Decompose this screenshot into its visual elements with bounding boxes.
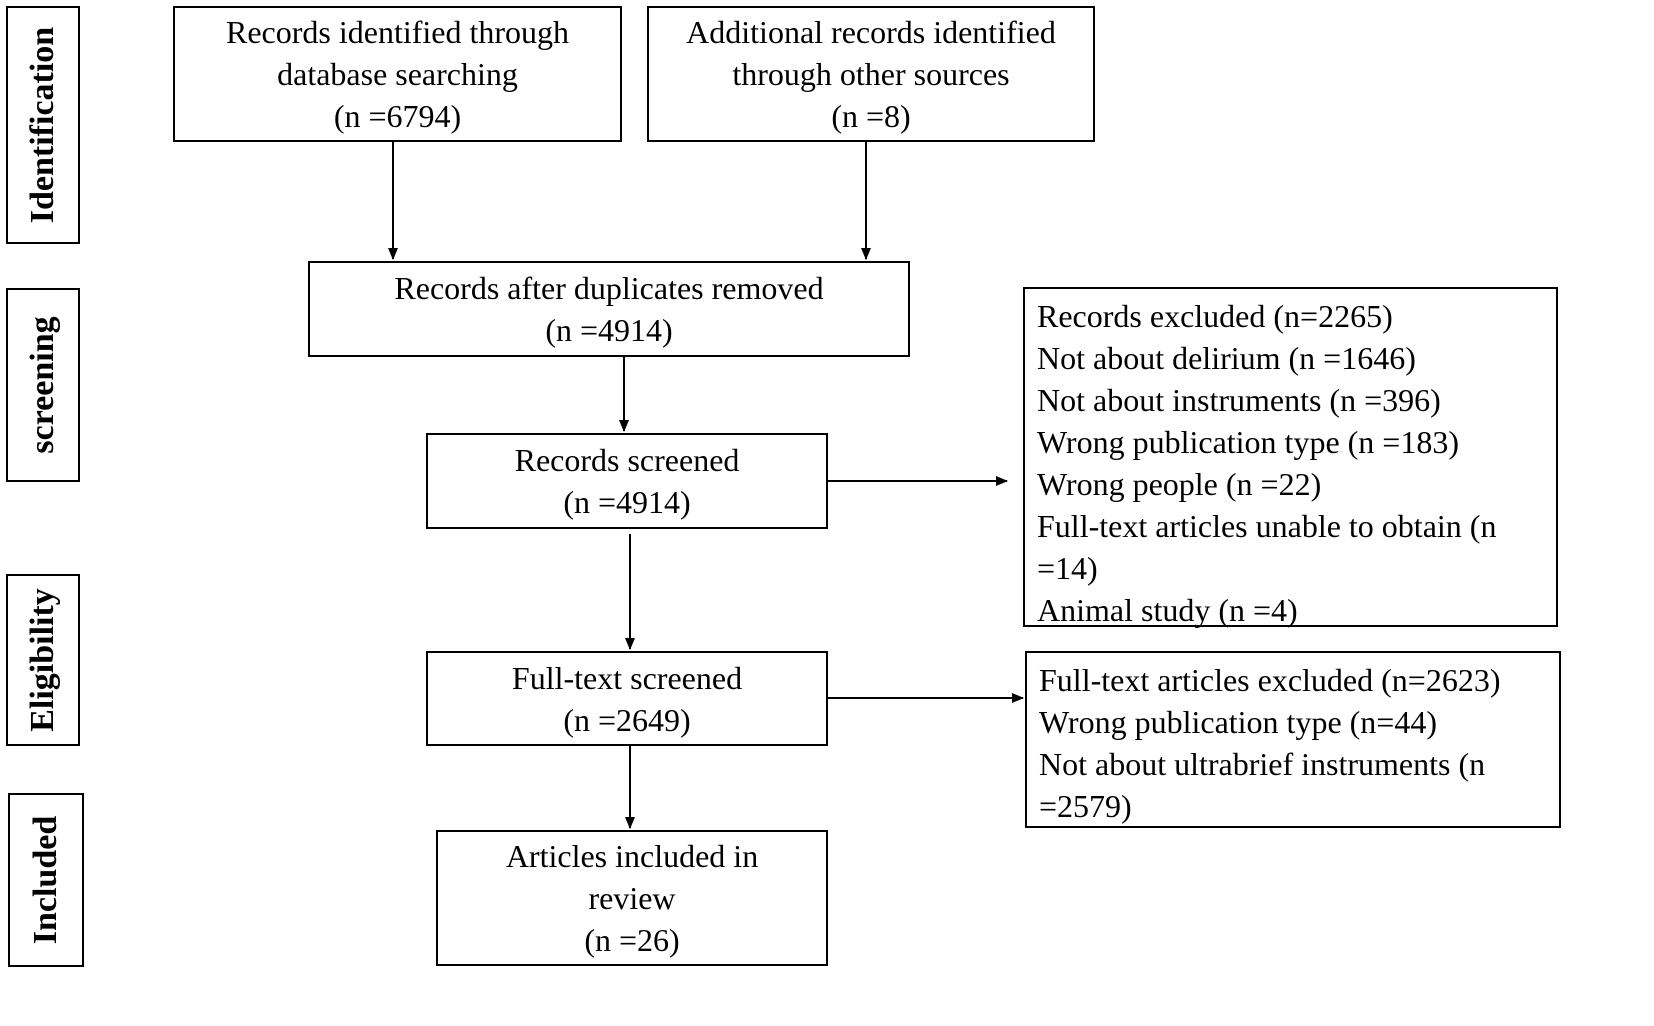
records-excluded-line: Wrong people (n =22) — [1037, 466, 1322, 502]
database-records-line2: database searching — [277, 56, 518, 92]
records-excluded-line: Not about instruments (n =396) — [1037, 382, 1441, 418]
stage-eligibility: Eligibility — [6, 574, 80, 746]
database-records-line1: Records identified through — [225, 14, 570, 50]
stage-identification: Identification — [6, 6, 80, 244]
fulltext-excluded-line: =2579) — [1039, 788, 1132, 824]
fulltext-excluded-line: Wrong publication type (n=44) — [1039, 704, 1437, 740]
database-records-box: Records identified through database sear… — [173, 6, 622, 142]
fulltext-screened-count: (n =2649) — [563, 701, 691, 738]
records-excluded-line: Not about delirium (n =1646) — [1037, 340, 1416, 376]
duplicates-removed-count: (n =4914) — [545, 312, 673, 348]
records-excluded-line: Animal study (n =4) — [1037, 592, 1298, 628]
fulltext-screened-box: Full-text screened (n =2649) — [426, 651, 828, 746]
records-excluded-line: =14) — [1037, 550, 1098, 586]
database-records-count: (n =6794) — [333, 98, 462, 134]
stage-screening: screening — [6, 288, 80, 482]
included-line1: Articles included in — [505, 838, 759, 874]
stage-included: Included — [8, 793, 84, 967]
fulltext-screened-line1: Full-text screened — [511, 659, 743, 696]
other-sources-line1: Additional records identified — [686, 14, 1056, 50]
records-screened-box: Records screened (n =4914) — [426, 433, 828, 529]
included-line2: review — [588, 880, 676, 916]
fulltext-excluded-line: Full-text articles excluded (n=2623) — [1039, 662, 1501, 698]
records-excluded-line: Records excluded (n=2265) — [1037, 298, 1393, 334]
fulltext-excluded-box: Full-text articles excluded (n=2623) Wro… — [1025, 651, 1561, 828]
included-count: (n =26) — [584, 922, 680, 958]
records-screened-count: (n =4914) — [563, 484, 691, 520]
records-screened-line1: Records screened — [514, 442, 740, 478]
included-box: Articles included in review (n =26) — [436, 830, 828, 966]
duplicates-removed-line1: Records after duplicates removed — [394, 270, 824, 306]
duplicates-removed-box: Records after duplicates removed (n =491… — [308, 261, 910, 357]
other-sources-count: (n =8) — [831, 98, 911, 134]
fulltext-excluded-line: Not about ultrabrief instruments (n — [1039, 746, 1486, 782]
other-sources-box: Additional records identified through ot… — [647, 6, 1095, 142]
records-excluded-line: Full-text articles unable to obtain (n — [1037, 508, 1497, 544]
records-excluded-line: Wrong publication type (n =183) — [1037, 424, 1459, 460]
records-excluded-box: Records excluded (n=2265) Not about deli… — [1023, 287, 1558, 628]
other-sources-line2: through other sources — [732, 56, 1010, 92]
